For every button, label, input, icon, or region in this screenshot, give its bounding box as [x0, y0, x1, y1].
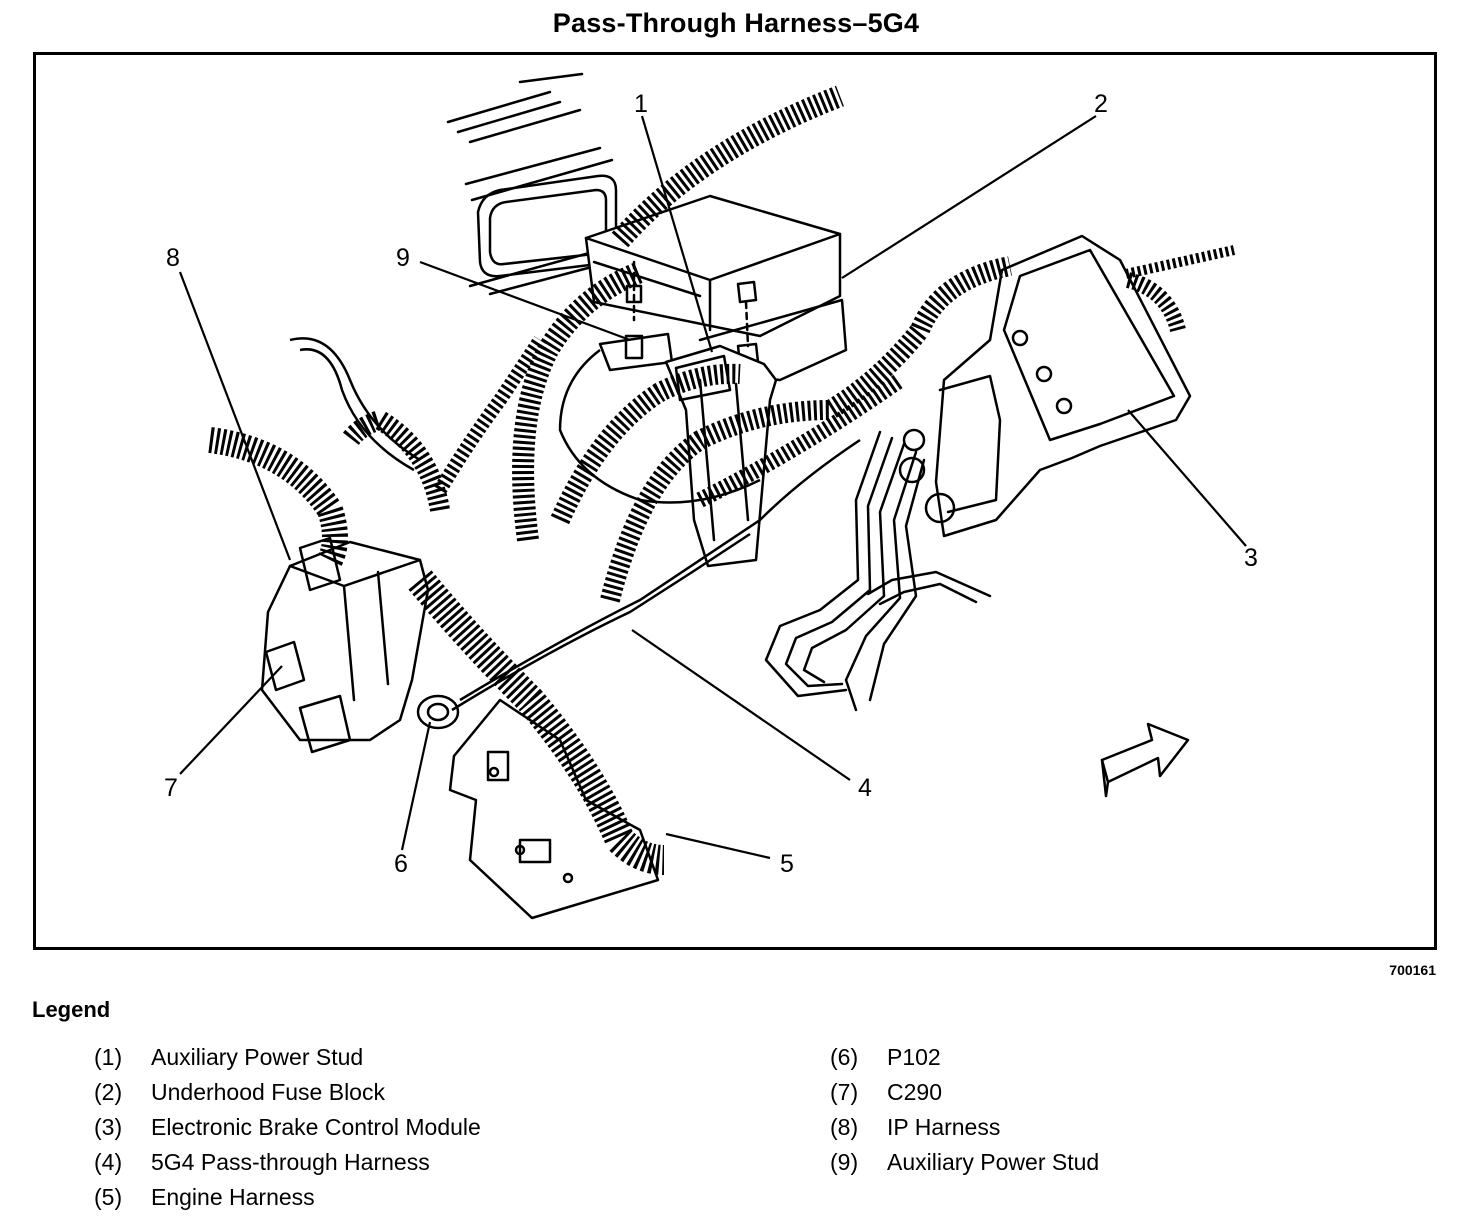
brake-lines — [764, 430, 992, 712]
ip-harness-module — [260, 536, 430, 742]
underhood-fuse-block — [584, 194, 848, 382]
callout-4: 4 — [858, 774, 872, 802]
legend-label: IP Harness — [887, 1114, 1001, 1140]
legend-number: (9) — [830, 1149, 859, 1175]
legend-item: (7) C290 — [830, 1079, 1099, 1114]
legend-item: (2) Underhood Fuse Block — [94, 1079, 481, 1114]
legend-number: (1) — [94, 1044, 123, 1070]
legend-number: (8) — [830, 1114, 859, 1140]
legend-number: (3) — [94, 1114, 123, 1140]
diagram-frame — [33, 52, 1437, 950]
legend-item: (6) P102 — [830, 1044, 1099, 1079]
figure-id: 700161 — [1389, 962, 1436, 978]
callout-2: 2 — [1094, 90, 1108, 118]
p102-grommet — [416, 694, 460, 730]
legend-item: (5) Engine Harness — [94, 1184, 481, 1219]
legend-column-left: (1) Auxiliary Power Stud (2) Underhood F… — [94, 1044, 481, 1219]
legend-item: (1) Auxiliary Power Stud — [94, 1044, 481, 1079]
legend-number: (7) — [830, 1079, 859, 1105]
harness-conduits — [208, 85, 1236, 875]
legend-label: Electronic Brake Control Module — [151, 1114, 481, 1140]
diagram-title: Pass-Through Harness–5G4 — [552, 8, 920, 38]
legend-number: (5) — [94, 1184, 123, 1210]
callout-7: 7 — [164, 774, 178, 802]
legend-label: 5G4 Pass-through Harness — [151, 1149, 430, 1175]
callout-8: 8 — [166, 244, 180, 272]
mounting-bracket — [448, 698, 660, 920]
callout-3: 3 — [1244, 544, 1258, 572]
callout-5: 5 — [780, 850, 794, 878]
legend-number: (4) — [94, 1149, 123, 1175]
callout-6: 6 — [394, 850, 408, 878]
legend-number: (2) — [94, 1079, 123, 1105]
callout-labels: 1 2 3 4 5 6 7 8 9 — [164, 90, 1258, 878]
legend-label: P102 — [887, 1044, 941, 1070]
legend-label: Engine Harness — [151, 1184, 315, 1210]
legend-label: Auxiliary Power Stud — [151, 1044, 364, 1070]
brake-control-module — [898, 234, 1192, 538]
pass-through-connector — [664, 344, 778, 568]
legend-label: Underhood Fuse Block — [151, 1079, 385, 1105]
thin-wires — [289, 337, 861, 712]
leader-lines — [178, 115, 1247, 860]
legend-heading: Legend — [32, 997, 111, 1022]
legend-item: (3) Electronic Brake Control Module — [94, 1114, 481, 1149]
legend-item: (8) IP Harness — [830, 1114, 1099, 1149]
legend-label: Auxiliary Power Stud — [887, 1149, 1100, 1175]
callout-1: 1 — [634, 90, 648, 118]
front-arrow — [1100, 722, 1190, 798]
legend-item: (9) Auxiliary Power Stud — [830, 1149, 1099, 1184]
callout-9: 9 — [396, 244, 410, 272]
legend-column-right: (6) P102 (7) C290 (8) IP Harness (9) Aux… — [830, 1044, 1099, 1184]
legend-item: (4) 5G4 Pass-through Harness — [94, 1149, 481, 1184]
legend-label: C290 — [887, 1079, 942, 1105]
legend-number: (6) — [830, 1044, 859, 1070]
